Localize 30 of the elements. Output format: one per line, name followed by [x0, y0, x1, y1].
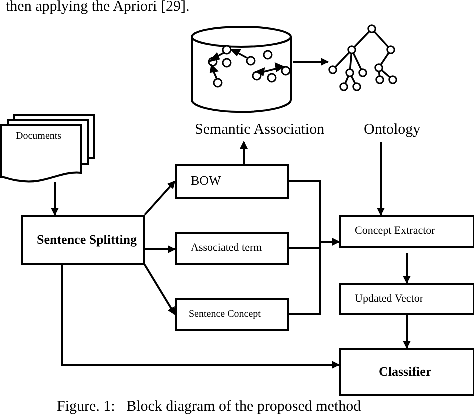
box-label: Associated term	[191, 242, 262, 255]
arrow	[403, 315, 411, 349]
arrow	[144, 264, 176, 316]
arrow	[240, 141, 248, 164]
arrow	[61, 265, 340, 369]
process-box	[21, 215, 145, 265]
arrow	[377, 142, 385, 216]
text-line: then applying the Apriori [29].	[6, 0, 190, 15]
arrow	[51, 182, 59, 216]
document-label: Documents	[16, 131, 62, 142]
box-label: Sentence Splitting	[37, 232, 138, 248]
process-box	[175, 164, 289, 199]
box-label: Concept Extractor	[355, 225, 436, 238]
arrow	[145, 246, 176, 254]
box-label: Updated Vector	[355, 292, 424, 306]
process-box	[339, 348, 474, 396]
figure-caption: Figure. 1: Block diagram of the proposed method	[57, 399, 362, 416]
caption-label: Semantic Association	[195, 122, 325, 139]
box-label: BOW	[191, 174, 222, 189]
process-box	[339, 215, 474, 248]
box-label: Classifier	[379, 364, 432, 380]
caption-label: Ontology	[364, 122, 421, 139]
arrow	[144, 180, 176, 216]
process-box	[175, 298, 289, 331]
arrow	[403, 253, 411, 284]
arrow	[289, 238, 340, 316]
process-box	[339, 283, 474, 315]
process-box	[175, 232, 289, 265]
box-label: Sentence Concept	[189, 308, 261, 320]
arrow	[293, 58, 329, 66]
